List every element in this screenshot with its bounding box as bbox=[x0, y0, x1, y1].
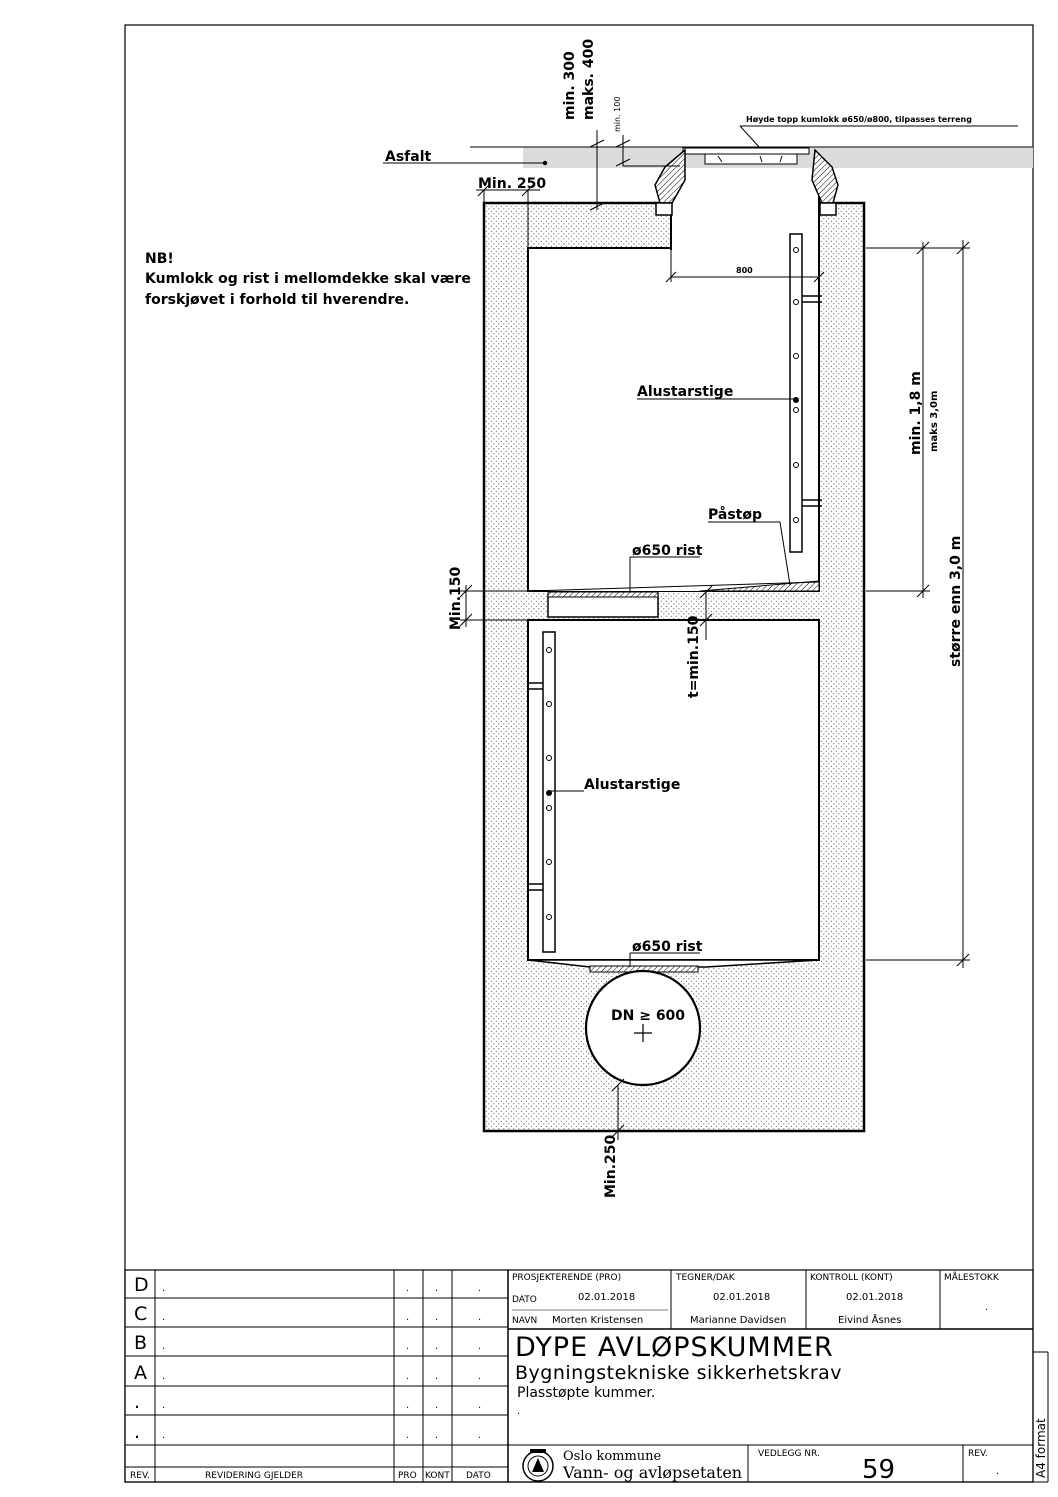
lower-chamber bbox=[527, 619, 820, 961]
svg-text:Eivind Åsnes: Eivind Åsnes bbox=[838, 1313, 901, 1326]
vedlegg-label: VEDLEGG NR. bbox=[758, 1449, 820, 1459]
min18-label: min. 1,8 m bbox=[908, 371, 924, 455]
pastop-hatch bbox=[699, 580, 820, 592]
svg-text:Marianne Davidsen: Marianne Davidsen bbox=[690, 1315, 786, 1326]
svg-text:PRO: PRO bbox=[398, 1471, 417, 1481]
title-block bbox=[124, 1269, 1049, 1483]
nb-title: NB! bbox=[145, 251, 174, 267]
middle-slab-opening bbox=[547, 594, 659, 618]
maks400-label: maks. 400 bbox=[581, 39, 597, 120]
svg-text:.: . bbox=[162, 1312, 165, 1323]
svg-text:A: A bbox=[134, 1362, 148, 1384]
svg-text:.: . bbox=[406, 1371, 409, 1382]
revision-table: D . . . . C . . . . B . . . . A . . . . … bbox=[130, 1274, 491, 1481]
svg-text:.: . bbox=[435, 1312, 438, 1323]
drawing-title: DYPE AVLØPSKUMMER bbox=[515, 1332, 834, 1363]
top-height-label: Høyde topp kumlokk ø650/ø800, tilpasses … bbox=[746, 115, 972, 124]
svg-text:.: . bbox=[478, 1341, 481, 1352]
nb-line2: forskjøvet i forhold til hverendre. bbox=[145, 292, 409, 308]
svg-text:.: . bbox=[162, 1400, 165, 1411]
svg-text:.: . bbox=[478, 1283, 481, 1294]
svg-text:.: . bbox=[162, 1341, 165, 1352]
lower-ladder bbox=[528, 631, 556, 953]
rev-label: REV. bbox=[968, 1449, 988, 1459]
svg-text:D: D bbox=[134, 1274, 149, 1296]
drawing-subtitle2: Plasstøpte kummer. bbox=[517, 1385, 655, 1401]
drawing-subtitle3: . bbox=[517, 1406, 520, 1417]
format-label: A4 format bbox=[1034, 1418, 1048, 1478]
svg-text:NAVN: NAVN bbox=[512, 1316, 537, 1326]
svg-text:.: . bbox=[406, 1430, 409, 1441]
ladder-lower-label: Alustarstige bbox=[584, 777, 680, 793]
svg-text:MÅLESTOKK: MÅLESTOKK bbox=[944, 1271, 1000, 1283]
min250-bottom-label: Min.250 bbox=[603, 1135, 619, 1198]
svg-text:PROSJEKTERENDE (PRO): PROSJEKTERENDE (PRO) bbox=[512, 1273, 621, 1283]
svg-text:.: . bbox=[435, 1371, 438, 1382]
min100-label: min. 100 bbox=[613, 97, 622, 132]
svg-text:.: . bbox=[435, 1400, 438, 1411]
svg-text:TEGNER/DAK: TEGNER/DAK bbox=[675, 1273, 736, 1283]
min250-top-label: Min. 250 bbox=[478, 176, 546, 192]
dn600-label: DN ≥ 600 bbox=[611, 1008, 685, 1024]
maks30-label: maks 3,0m bbox=[929, 391, 940, 452]
svg-text:.: . bbox=[478, 1430, 481, 1441]
manhole-cover bbox=[654, 147, 839, 216]
t-min150-label: t=min.150 bbox=[686, 615, 702, 698]
svg-text:.: . bbox=[406, 1312, 409, 1323]
svg-text:.: . bbox=[435, 1283, 438, 1294]
manhole-concrete-body bbox=[482, 188, 866, 1133]
rev-value: . bbox=[996, 1466, 999, 1477]
svg-text:B: B bbox=[134, 1332, 148, 1354]
org-department: Vann- og avløpsetaten bbox=[562, 1463, 742, 1482]
svg-text:.: . bbox=[134, 1391, 141, 1413]
svg-text:KONTROLL (KONT): KONTROLL (KONT) bbox=[810, 1273, 893, 1283]
svg-text:REV.: REV. bbox=[130, 1471, 150, 1481]
rist-upper-label: ø650 rist bbox=[632, 543, 703, 559]
svg-text:.: . bbox=[162, 1283, 165, 1294]
svg-text:.: . bbox=[435, 1341, 438, 1352]
ladder-upper-label: Alustarstige bbox=[637, 384, 733, 400]
svg-text:.: . bbox=[985, 1302, 988, 1313]
svg-text:.: . bbox=[406, 1341, 409, 1352]
svg-text:.: . bbox=[162, 1430, 165, 1441]
svg-text:.: . bbox=[478, 1312, 481, 1323]
rist-lower-label: ø650 rist bbox=[632, 939, 703, 955]
svg-text:02.01.2018: 02.01.2018 bbox=[578, 1292, 635, 1303]
svg-text:REVIDERING GJELDER: REVIDERING GJELDER bbox=[205, 1471, 303, 1481]
upper-grate bbox=[547, 591, 659, 598]
min300-label: min. 300 bbox=[562, 51, 578, 120]
project-info: PROSJEKTERENDE (PRO) TEGNER/DAK KONTROLL… bbox=[512, 1271, 1000, 1326]
upper-chamber bbox=[527, 247, 820, 592]
svg-text:Morten Kristensen: Morten Kristensen bbox=[552, 1315, 643, 1326]
svg-text:.: . bbox=[162, 1371, 165, 1382]
nb-line1: Kumlokk og rist i mellomdekke skal være bbox=[145, 271, 471, 287]
storre-label: større enn 3,0 m bbox=[948, 536, 964, 667]
dim-800-label: 800 bbox=[736, 266, 753, 275]
drawing-subtitle: Bygningstekniske sikkerhetskrav bbox=[515, 1362, 842, 1384]
oslo-seal-icon bbox=[522, 1449, 554, 1482]
vedlegg-number: 59 bbox=[862, 1455, 895, 1485]
dimension-lines bbox=[383, 125, 1018, 1140]
svg-text:C: C bbox=[134, 1303, 148, 1325]
svg-text:DATO: DATO bbox=[466, 1471, 491, 1481]
svg-text:.: . bbox=[134, 1421, 141, 1443]
svg-text:.: . bbox=[478, 1400, 481, 1411]
svg-text:DATO: DATO bbox=[512, 1295, 537, 1305]
pastop-label: Påstøp bbox=[708, 506, 762, 523]
min150-left-label: Min.150 bbox=[448, 567, 464, 630]
svg-text:02.01.2018: 02.01.2018 bbox=[846, 1292, 903, 1303]
svg-text:.: . bbox=[406, 1283, 409, 1294]
svg-text:02.01.2018: 02.01.2018 bbox=[713, 1292, 770, 1303]
asfalt-label: Asfalt bbox=[385, 149, 432, 165]
svg-text:KONT: KONT bbox=[425, 1471, 450, 1481]
svg-text:.: . bbox=[478, 1371, 481, 1382]
svg-text:.: . bbox=[406, 1400, 409, 1411]
org-name: Oslo kommune bbox=[563, 1449, 662, 1464]
upper-ladder bbox=[789, 233, 822, 553]
svg-text:.: . bbox=[435, 1430, 438, 1441]
